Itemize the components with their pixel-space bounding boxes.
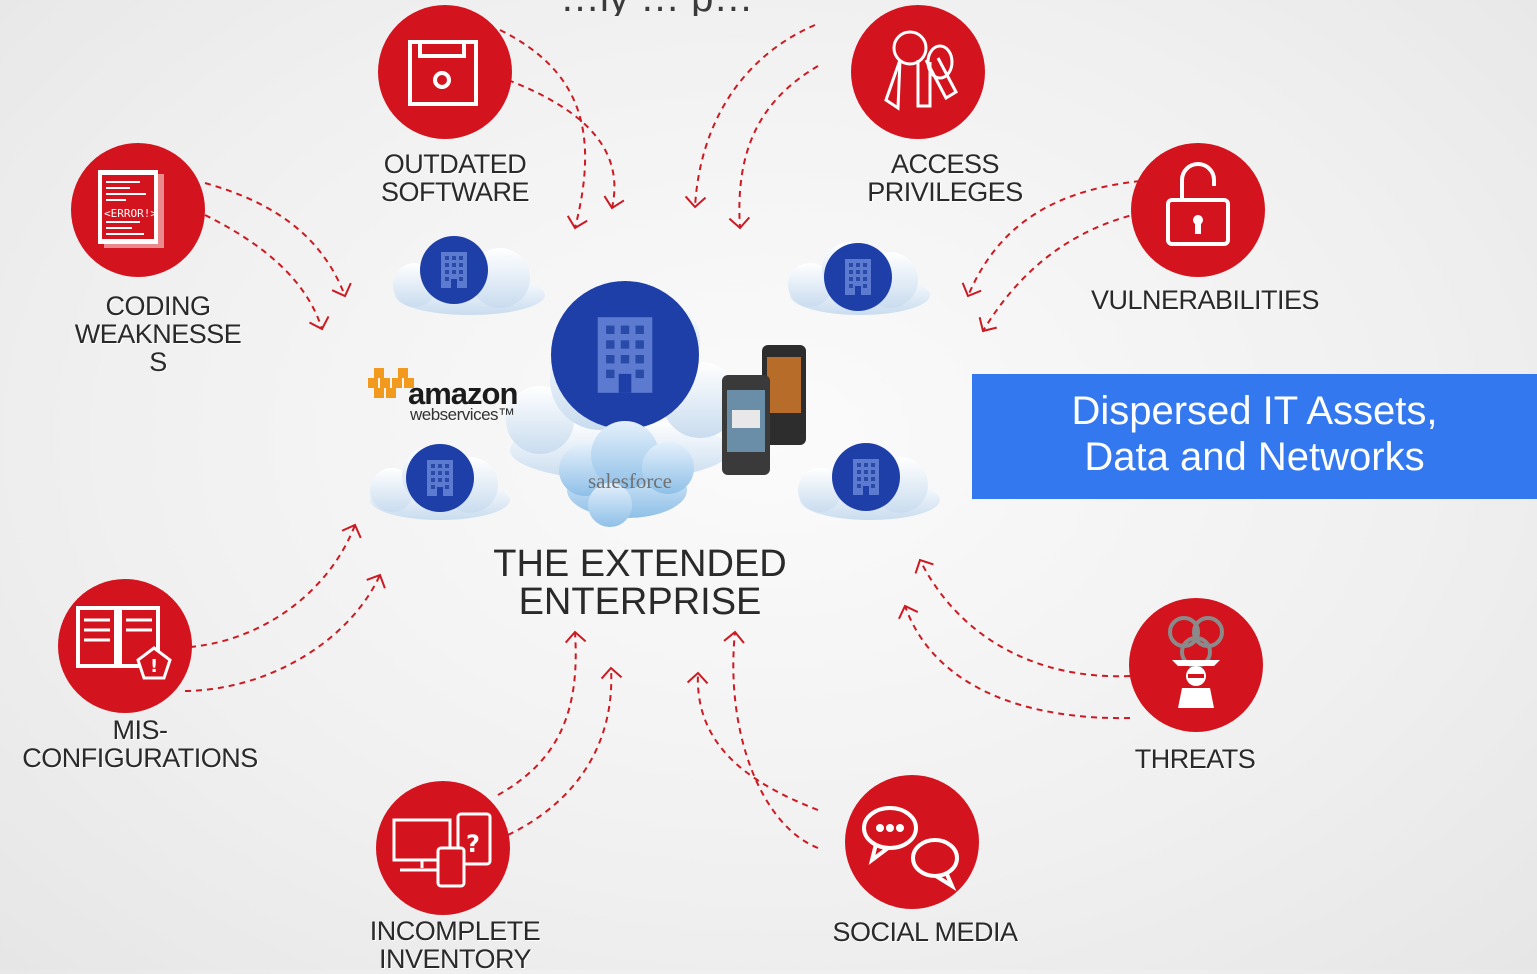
svg-text:!: ! [150,656,158,677]
open-padlock-icon [1166,162,1230,246]
aws-logo-text: amazon [408,376,518,411]
header-partial-text: …ly … p… [560,0,1360,16]
label-social-media: SOCIAL MEDIA [832,917,1018,947]
cloud-building-bottom-right [798,443,940,520]
label-misconfigurations: MIS-CONFIGURATIONS [22,715,258,773]
node-coding-weaknesses: <ERROR!> [71,143,205,277]
mobile-phones-icon [722,345,806,475]
arrow-access-1 [684,24,816,209]
biohazard-spy-icon [1168,616,1224,708]
arrow-outdated-2 [507,79,625,210]
arrow-coding-1 [204,182,352,298]
arrow-coding-2 [204,214,330,331]
devices-question-icon [392,812,492,888]
chat-bubbles-icon [862,806,959,892]
aws-logo-subtext: webservices™ [410,405,515,424]
arrow-social-2 [723,630,819,849]
arrow-threats-2 [898,604,1131,720]
node-outdated-software [378,5,512,139]
cloud-building-top-right [788,242,930,315]
node-access-privileges [851,5,985,139]
cloud-building-bottom-left [370,444,510,520]
arrow-inventory-1 [497,630,587,796]
arrow-social-1 [686,671,819,811]
label-threats: THREATS [1134,744,1256,774]
arrow-outdated-1 [499,29,588,230]
arrow-access-2 [728,65,819,230]
node-vulnerabilities [1131,143,1265,277]
arrow-inventory-2 [507,666,623,836]
cloud-building-top-left [393,236,545,315]
code-error-document-icon: <ERROR!> [98,170,164,248]
floppy-disk-icon [408,40,478,106]
label-vulnerabilities: VULNERABILITIES [1090,285,1320,315]
salesforce-logo-text: salesforce [588,469,672,493]
arrow-misconfig-1 [189,523,362,648]
dispersed-assets-callout: Dispersed IT Assets, Data and Networks [972,374,1537,499]
aws-logo [368,368,414,398]
node-social-media [845,775,979,909]
arrow-misconfig-2 [184,573,386,692]
node-threats [1129,598,1263,732]
keys-icon [884,30,958,111]
server-warning-icon: ! [76,606,172,680]
arrow-vuln-2 [978,212,1141,333]
node-misconfigurations: ! [58,579,192,713]
node-incomplete-inventory: ? [376,781,510,915]
svg-text:?: ? [466,830,480,858]
arrow-threats-1 [914,558,1131,678]
dashed-arrows [184,24,1141,849]
salesforce-logo [559,421,694,527]
center-title: THE EXTENDED ENTERPRISE [493,543,787,623]
svg-text:<ERROR!>: <ERROR!> [104,207,157,220]
arrow-vuln-1 [961,180,1141,298]
